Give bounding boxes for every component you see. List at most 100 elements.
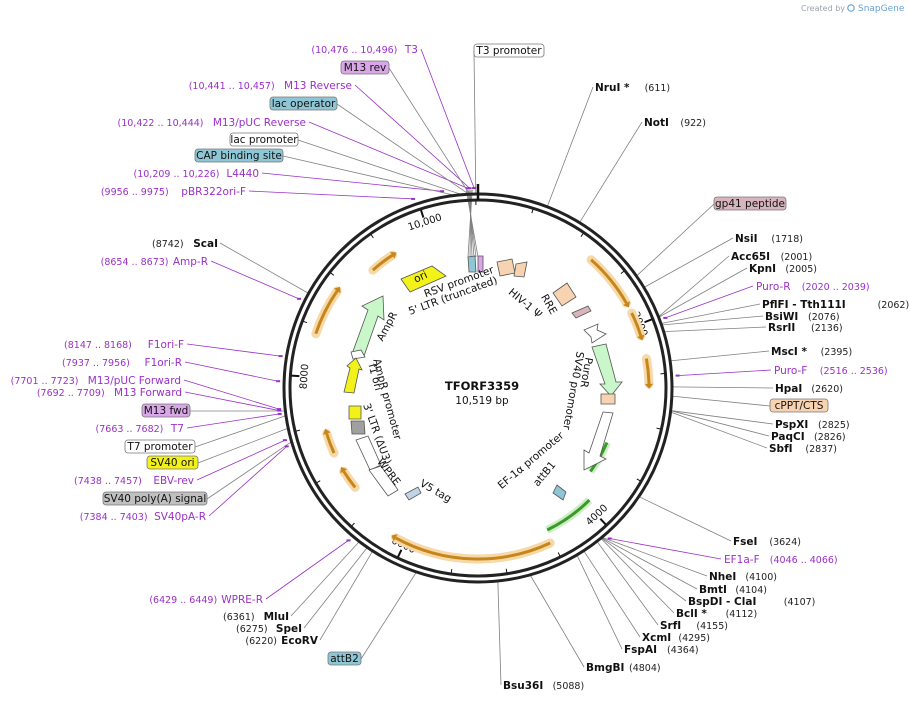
boxed-feature[interactable]: cPPT/CTS xyxy=(769,398,829,413)
enzyme-site[interactable]: PflFI - Tth111I(2062) xyxy=(762,299,909,311)
orf-arrow[interactable] xyxy=(394,536,551,561)
primer-position: (2020 .. 2039) xyxy=(802,282,870,293)
v5-tag-shape[interactable] xyxy=(404,486,422,501)
boxed-feature[interactable]: CAP binding site xyxy=(194,148,284,163)
primer-position: (7384 .. 7403) xyxy=(80,512,148,523)
enzyme-site[interactable]: NruI *(611) xyxy=(595,82,670,94)
feature-label: cPPT/CTS xyxy=(775,400,824,412)
wpre-shape[interactable] xyxy=(368,465,399,497)
ltr5-shape[interactable] xyxy=(477,255,484,273)
boxed-feature[interactable]: SV40 poly(A) signal xyxy=(102,491,208,506)
promoter-arrow[interactable] xyxy=(546,499,591,532)
sv40-promoter-box[interactable] xyxy=(600,393,616,405)
primer-site[interactable]: Amp-R(8654 .. 8673) xyxy=(101,256,208,268)
primer-site[interactable]: pBR322ori-F(9956 .. 9975) xyxy=(101,186,246,198)
boxed-feature[interactable]: M13 rev xyxy=(340,60,390,75)
scale-tick xyxy=(295,429,301,432)
orf-arrow[interactable] xyxy=(590,258,628,304)
ampr-arrow[interactable] xyxy=(351,295,385,357)
leader-line xyxy=(670,410,770,437)
enzyme-site[interactable]: PaqCI(2826) xyxy=(771,431,846,443)
primer-site[interactable]: T7(7663 .. 7682) xyxy=(96,423,184,435)
enzyme-site[interactable]: FspAI(4364) xyxy=(624,644,699,656)
rre-box-shape[interactable] xyxy=(552,282,577,307)
enzyme-site[interactable]: MscI *(2395) xyxy=(771,346,852,358)
enzyme-site[interactable]: FseI(3624) xyxy=(733,536,801,548)
snapgene-logo-icon xyxy=(847,4,855,12)
rsv-promoter-shape[interactable] xyxy=(467,255,477,273)
enzyme-site[interactable]: SpeI(6275) xyxy=(236,623,302,635)
primer-mark xyxy=(282,439,287,442)
leader-line xyxy=(643,237,734,288)
enzyme-site[interactable]: BmtI(4104) xyxy=(699,584,767,596)
primer-site[interactable]: M13 Reverse(10,441 .. 10,457) xyxy=(189,80,352,92)
f1-ori-arrow[interactable] xyxy=(343,357,363,394)
primer-site[interactable]: L4440(10,209 .. 10,226) xyxy=(134,168,259,180)
orf-arrow[interactable] xyxy=(644,358,651,384)
plasmid-name[interactable]: TFORF3359 xyxy=(445,379,519,393)
enzyme-site[interactable]: BmgBI(4804) xyxy=(586,662,661,674)
attb1-shape[interactable] xyxy=(552,484,567,501)
enzyme-site[interactable]: ScaI(8742) xyxy=(152,238,218,250)
enzyme-site[interactable]: RsrII(2136) xyxy=(768,322,843,334)
primer-site[interactable]: Puro-R (2020 .. 2039) xyxy=(756,281,870,293)
enzyme-site[interactable]: MluI(6361) xyxy=(223,611,289,623)
primer-site[interactable]: M13 Forward(7692 .. 7709) xyxy=(37,387,182,399)
enzyme-site[interactable]: NheI(4100) xyxy=(709,571,777,583)
primer-site[interactable]: F1ori-F(8147 .. 8168) xyxy=(64,339,184,351)
enzyme-site[interactable]: NsiI(1718) xyxy=(735,233,803,245)
enzyme-site[interactable]: HpaI(2620) xyxy=(775,383,843,395)
enzyme-site[interactable]: BspDI - ClaI(4107) xyxy=(688,596,815,608)
enzyme-site[interactable]: BsiWI(2076) xyxy=(765,311,840,323)
feature-label: CAP binding site xyxy=(196,150,282,162)
hiv-psi-shape[interactable] xyxy=(496,258,516,277)
ampr-promoter-shape[interactable] xyxy=(350,349,366,360)
enzyme-site[interactable]: PspXI(2825) xyxy=(775,419,850,431)
primer-site[interactable]: WPRE-R(6429 .. 6449) xyxy=(149,594,263,606)
scale-tick xyxy=(330,272,335,276)
cppt-arrow[interactable] xyxy=(583,323,607,344)
boxed-feature[interactable]: T3 promoter xyxy=(473,43,545,58)
orf-arrow[interactable] xyxy=(342,470,357,489)
leader-line xyxy=(670,411,768,449)
sv40-polya-shape[interactable] xyxy=(350,420,366,435)
boxed-feature[interactable]: M13 fwd xyxy=(141,403,191,418)
enzyme-site[interactable]: EcoRV(6220) xyxy=(245,635,318,647)
ori-arrow[interactable] xyxy=(400,265,447,293)
boxed-feature[interactable]: lac promoter xyxy=(229,132,299,147)
boxed-feature[interactable]: SV40 ori xyxy=(146,455,199,470)
primer-site[interactable]: M13/pUC Forward(7701 .. 7723) xyxy=(11,375,181,387)
primer-site[interactable]: F1ori-R(7937 .. 7956) xyxy=(62,357,182,369)
gp41-shape[interactable] xyxy=(571,305,592,319)
ltr3-shape[interactable] xyxy=(355,435,382,471)
enzyme-site[interactable]: Bsu36I(5088) xyxy=(503,680,584,692)
enzyme-site[interactable]: Acc65I(2001) xyxy=(731,251,812,263)
enzyme-site[interactable]: NotI(922) xyxy=(644,117,706,129)
primer-site[interactable]: EBV-rev(7438 .. 7457) xyxy=(74,475,194,487)
ef1a-promoter-arrow[interactable] xyxy=(583,411,614,471)
primer-name: Puro-R xyxy=(756,281,791,293)
enzyme-site[interactable]: SbfI(2837) xyxy=(769,443,837,455)
leader-line xyxy=(670,410,774,425)
enzyme-position: (2825) xyxy=(818,420,850,431)
sv40-ori-shape[interactable] xyxy=(348,405,362,420)
boxed-feature[interactable]: gp41 peptide xyxy=(713,196,787,211)
primer-site[interactable]: SV40pA-R(7384 .. 7403) xyxy=(80,511,206,523)
primer-name: F1ori-R xyxy=(145,357,182,369)
orf-arrow[interactable] xyxy=(314,290,339,335)
primer-site[interactable]: Puro-F(2516 .. 2536) xyxy=(774,365,888,377)
enzyme-name: ScaI xyxy=(193,238,218,250)
primer-site[interactable]: T3(10,476 .. 10,496) xyxy=(311,44,418,56)
enzyme-site[interactable]: XcmI(4295) xyxy=(642,632,710,644)
primer-site[interactable]: M13/pUC Reverse(10,422 .. 10,444) xyxy=(118,117,306,129)
boxed-feature[interactable]: T7 promoter xyxy=(124,439,196,454)
enzyme-site[interactable]: BclI *(4112) xyxy=(676,608,757,620)
enzyme-site[interactable]: KpnI(2005) xyxy=(749,263,817,275)
feature-box xyxy=(194,148,284,163)
primer-site[interactable]: EF1a-F(4046 .. 4066) xyxy=(724,554,838,566)
boxed-feature[interactable]: lac operator xyxy=(269,96,338,111)
boxed-feature[interactable]: attB2 xyxy=(327,651,362,666)
enzyme-site[interactable]: SrfI(4155) xyxy=(660,620,728,632)
puror-arrow[interactable] xyxy=(591,343,623,397)
rre-shape[interactable] xyxy=(513,261,528,278)
